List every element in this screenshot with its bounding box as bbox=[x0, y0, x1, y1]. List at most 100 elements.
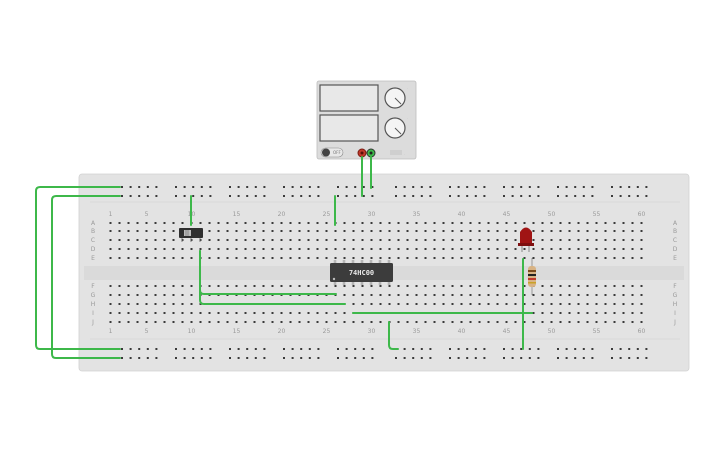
breadboard-hole[interactable] bbox=[217, 285, 220, 287]
wire-left-inner[interactable] bbox=[51, 195, 121, 359]
breadboard-hole[interactable] bbox=[550, 321, 553, 323]
breadboard-hole[interactable] bbox=[631, 239, 634, 241]
breadboard-hole[interactable] bbox=[118, 285, 121, 287]
breadboard-hole[interactable] bbox=[199, 312, 202, 314]
breadboard-hole[interactable] bbox=[343, 222, 346, 224]
breadboard-hole[interactable] bbox=[406, 257, 409, 259]
breadboard-hole[interactable] bbox=[415, 248, 418, 250]
breadboard-hole[interactable] bbox=[523, 303, 526, 305]
breadboard-hole[interactable] bbox=[514, 230, 517, 232]
breadboard-hole[interactable] bbox=[442, 222, 445, 224]
breadboard-hole[interactable] bbox=[622, 248, 625, 250]
breadboard-hole[interactable] bbox=[595, 257, 598, 259]
breadboard-hole[interactable] bbox=[254, 348, 257, 350]
breadboard-hole[interactable] bbox=[334, 257, 337, 259]
breadboard-hole[interactable] bbox=[129, 348, 132, 350]
breadboard-hole[interactable] bbox=[640, 239, 643, 241]
breadboard-hole[interactable] bbox=[316, 312, 319, 314]
breadboard-hole[interactable] bbox=[291, 186, 294, 188]
breadboard-hole[interactable] bbox=[127, 285, 130, 287]
breadboard-hole[interactable] bbox=[136, 294, 139, 296]
breadboard-hole[interactable] bbox=[577, 285, 580, 287]
breadboard-hole[interactable] bbox=[451, 294, 454, 296]
breadboard-hole[interactable] bbox=[469, 294, 472, 296]
breadboard-hole[interactable] bbox=[406, 285, 409, 287]
breadboard-hole[interactable] bbox=[433, 230, 436, 232]
breadboard-hole[interactable] bbox=[586, 248, 589, 250]
breadboard-hole[interactable] bbox=[604, 248, 607, 250]
breadboard-hole[interactable] bbox=[457, 357, 460, 359]
breadboard-hole[interactable] bbox=[370, 257, 373, 259]
breadboard-hole[interactable] bbox=[424, 248, 427, 250]
resistor-icon[interactable] bbox=[528, 258, 536, 295]
breadboard-hole[interactable] bbox=[316, 239, 319, 241]
breadboard-hole[interactable] bbox=[514, 294, 517, 296]
breadboard-hole[interactable] bbox=[345, 195, 348, 197]
breadboard-hole[interactable] bbox=[190, 248, 193, 250]
breadboard-hole[interactable] bbox=[420, 357, 423, 359]
breadboard-hole[interactable] bbox=[574, 348, 577, 350]
breadboard-hole[interactable] bbox=[280, 321, 283, 323]
breadboard-hole[interactable] bbox=[442, 239, 445, 241]
breadboard-hole[interactable] bbox=[595, 321, 598, 323]
breadboard-hole[interactable] bbox=[289, 257, 292, 259]
breadboard-hole[interactable] bbox=[619, 348, 622, 350]
breadboard-hole[interactable] bbox=[226, 222, 229, 224]
breadboard-hole[interactable] bbox=[565, 186, 568, 188]
breadboard-hole[interactable] bbox=[271, 257, 274, 259]
breadboard-hole[interactable] bbox=[424, 257, 427, 259]
breadboard-hole[interactable] bbox=[146, 186, 149, 188]
breadboard-hole[interactable] bbox=[528, 348, 531, 350]
breadboard-hole[interactable] bbox=[370, 239, 373, 241]
breadboard-hole[interactable] bbox=[611, 186, 613, 188]
breadboard-hole[interactable] bbox=[181, 321, 184, 323]
breadboard-hole[interactable] bbox=[172, 321, 175, 323]
breadboard-hole[interactable] bbox=[190, 239, 193, 241]
breadboard-hole[interactable] bbox=[406, 239, 409, 241]
breadboard-hole[interactable] bbox=[469, 230, 472, 232]
breadboard-hole[interactable] bbox=[155, 348, 158, 350]
breadboard-hole[interactable] bbox=[557, 357, 559, 359]
breadboard-hole[interactable] bbox=[595, 239, 598, 241]
breadboard-hole[interactable] bbox=[568, 321, 571, 323]
breadboard-hole[interactable] bbox=[192, 357, 195, 359]
breadboard-hole[interactable] bbox=[145, 303, 148, 305]
breadboard-hole[interactable] bbox=[307, 257, 310, 259]
breadboard-hole[interactable] bbox=[121, 357, 123, 359]
breadboard-hole[interactable] bbox=[622, 239, 625, 241]
breadboard-hole[interactable] bbox=[163, 230, 166, 232]
breadboard-hole[interactable] bbox=[460, 239, 463, 241]
breadboard-hole[interactable] bbox=[460, 303, 463, 305]
breadboard-hole[interactable] bbox=[403, 348, 406, 350]
breadboard-hole[interactable] bbox=[559, 257, 562, 259]
breadboard-hole[interactable] bbox=[371, 348, 374, 350]
breadboard-hole[interactable] bbox=[354, 348, 357, 350]
breadboard-hole[interactable] bbox=[118, 248, 121, 250]
breadboard-hole[interactable] bbox=[503, 357, 505, 359]
breadboard-hole[interactable] bbox=[280, 239, 283, 241]
breadboard-hole[interactable] bbox=[271, 230, 274, 232]
breadboard-hole[interactable] bbox=[307, 230, 310, 232]
breadboard-hole[interactable] bbox=[136, 303, 139, 305]
breadboard-hole[interactable] bbox=[253, 321, 256, 323]
breadboard-hole[interactable] bbox=[136, 257, 139, 259]
breadboard-hole[interactable] bbox=[541, 294, 544, 296]
breadboard-hole[interactable] bbox=[163, 312, 166, 314]
breadboard-hole[interactable] bbox=[283, 348, 285, 350]
breadboard-hole[interactable] bbox=[520, 195, 523, 197]
breadboard-hole[interactable] bbox=[565, 195, 568, 197]
breadboard-hole[interactable] bbox=[289, 239, 292, 241]
power-supply[interactable]: · · OFF · bbox=[316, 80, 417, 160]
breadboard-hole[interactable] bbox=[352, 303, 355, 305]
breadboard-hole[interactable] bbox=[343, 312, 346, 314]
breadboard-hole[interactable] bbox=[604, 230, 607, 232]
breadboard-hole[interactable] bbox=[262, 230, 265, 232]
breadboard-hole[interactable] bbox=[145, 321, 148, 323]
breadboard-hole[interactable] bbox=[395, 357, 397, 359]
breadboard-hole[interactable] bbox=[280, 257, 283, 259]
breadboard-hole[interactable] bbox=[145, 257, 148, 259]
breadboard-hole[interactable] bbox=[192, 195, 195, 197]
breadboard-hole[interactable] bbox=[523, 321, 526, 323]
breadboard-hole[interactable] bbox=[611, 348, 613, 350]
breadboard-hole[interactable] bbox=[433, 222, 436, 224]
